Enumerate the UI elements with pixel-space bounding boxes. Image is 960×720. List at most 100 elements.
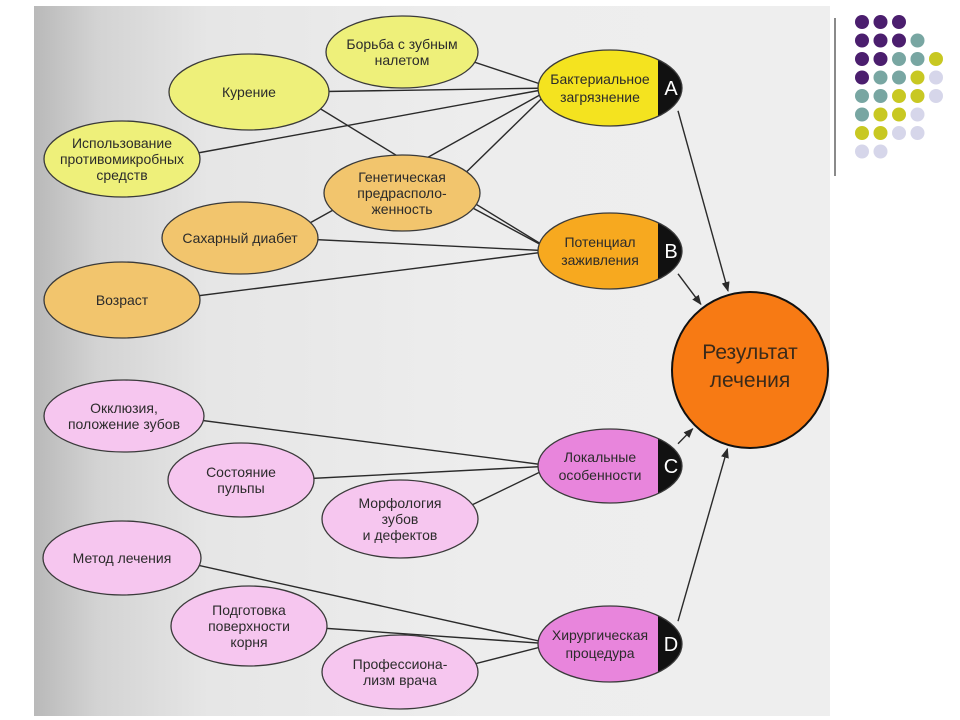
edge-occlusion-C	[167, 415, 553, 467]
decor-dot	[873, 52, 888, 66]
node-ellipse	[168, 53, 330, 131]
node-label-plaque-line: Борьба с зубным	[346, 36, 457, 52]
node-ellipse	[42, 520, 202, 596]
edge-pulp-C	[281, 465, 553, 481]
decor-dot	[892, 33, 906, 48]
node-label-rootprep-line: корня	[230, 634, 267, 650]
factor-letter-B: B	[664, 241, 677, 263]
result-circle	[671, 291, 829, 449]
decor-dot	[873, 33, 888, 48]
factor-node-method: Метод лечения	[42, 520, 202, 596]
nodes-layer: Борьба с зубнымналетомКурениеИспользован…	[42, 15, 829, 710]
factor-outline	[537, 49, 683, 127]
factor-ellipse	[538, 429, 682, 503]
factor-outline	[537, 212, 683, 290]
decor-dot	[873, 15, 888, 29]
decor-dot	[855, 70, 869, 85]
node-label-antimicrobial-line: Использование	[72, 135, 172, 151]
decor-dot	[873, 70, 888, 85]
decor-dot	[910, 33, 925, 48]
decor-dot	[892, 15, 906, 29]
decor-dot	[855, 33, 869, 48]
node-ellipse	[161, 201, 319, 275]
factor-label-B-line: заживления	[561, 252, 639, 268]
decor-dot	[910, 70, 925, 85]
factor-letter-C: C	[664, 456, 678, 478]
arrow-A-result	[677, 110, 730, 292]
arrow-C-result	[677, 427, 694, 445]
decor-dot	[910, 89, 925, 103]
factor-node-diabetes: Сахарный диабет	[161, 201, 319, 275]
decor-dot	[892, 52, 906, 66]
decor-dot	[873, 107, 888, 122]
node-label-skill-line: Профессиона-	[353, 656, 448, 672]
decor-dot	[855, 52, 869, 66]
node-label-age-line: Возраст	[96, 292, 149, 308]
node-ellipse	[325, 15, 479, 89]
factor-ellipse	[538, 50, 682, 126]
node-label-genetic-line: предрасполо-	[357, 185, 447, 201]
decor-dot	[910, 107, 925, 122]
decor-dot	[873, 126, 888, 140]
node-label-pulp-line: пульпы	[217, 480, 264, 496]
factor-label-A-line: загрязнение	[560, 89, 640, 105]
factor-label-D-line: Хирургическая	[552, 627, 648, 643]
node-label-antimicrobial-line: противомикробных	[60, 151, 184, 167]
arrow-B-result	[677, 273, 702, 306]
factor-label-D-line: процедура	[565, 645, 634, 661]
node-label-method-line: Метод лечения	[73, 550, 172, 566]
node-label-skill-line: лизм врача	[363, 672, 437, 688]
edge-smoking-A	[292, 87, 553, 93]
decor-dot	[910, 52, 925, 66]
node-label-antimicrobial-line: средств	[96, 167, 147, 183]
factor-ellipse	[538, 606, 682, 682]
decor-dot	[929, 52, 943, 66]
decor-dot	[855, 15, 869, 29]
node-label-morphology-line: Морфология	[358, 495, 441, 511]
node-label-rootprep-line: поверхности	[208, 618, 290, 634]
node-ellipse	[43, 379, 205, 453]
edge-antimicrobial-A	[164, 87, 553, 160]
node-label-smoking-line: Курение	[222, 84, 276, 100]
result-label-line: лечения	[710, 369, 791, 392]
factor-node-age: Возраст	[43, 261, 201, 339]
factor-label-C-line: Локальные	[564, 449, 636, 465]
edge-diabetes-B	[282, 237, 553, 252]
node-label-rootprep-line: Подготовка	[212, 602, 286, 618]
decor-dot	[929, 89, 943, 103]
decor-dot	[910, 126, 925, 140]
node-label-morphology-line: зубов	[382, 511, 419, 527]
decor-dot	[855, 126, 869, 140]
main-factor-D: Хирургическая процедура D	[537, 605, 683, 683]
decor-dot	[855, 89, 869, 103]
decor-dot	[855, 144, 869, 159]
factor-letter-D: D	[664, 634, 678, 656]
node-ellipse	[43, 120, 201, 198]
node-ellipse	[43, 261, 201, 339]
factor-outline	[537, 428, 683, 504]
node-label-occlusion-line: Окклюзия,	[90, 400, 158, 416]
factor-outline	[537, 605, 683, 683]
factor-label-A-line: Бактериальное	[550, 71, 650, 87]
decor-dot	[892, 107, 906, 122]
edges-layer	[164, 51, 730, 673]
factor-label-B-line: Потенциал	[564, 234, 635, 250]
node-label-genetic-line: Генетическая	[358, 169, 446, 185]
factor-node-occlusion: Окклюзия,положение зубов	[43, 379, 205, 453]
decor-dot	[873, 144, 888, 159]
edge-age-B	[164, 250, 553, 301]
edge-method-D	[165, 557, 553, 645]
node-label-occlusion-line: положение зубов	[68, 416, 180, 432]
node-label-plaque-line: налетом	[375, 52, 430, 68]
node-label-diabetes-line: Сахарный диабет	[182, 230, 298, 246]
